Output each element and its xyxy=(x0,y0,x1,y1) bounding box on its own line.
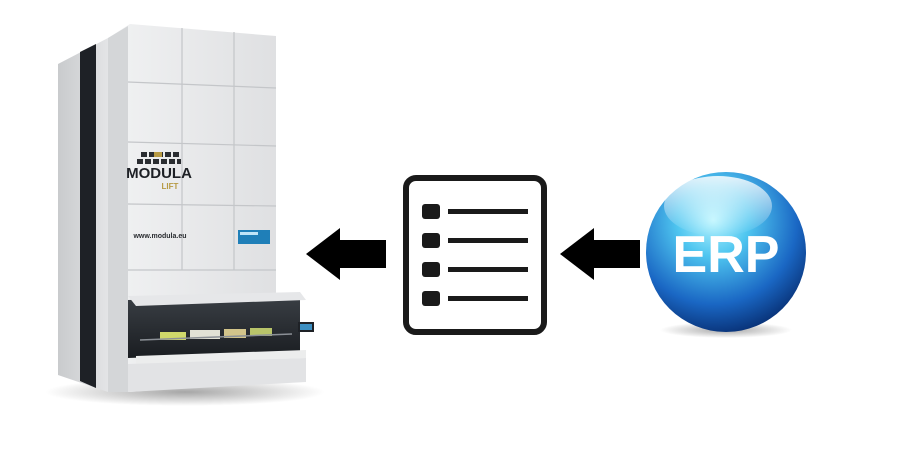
machine-front-edge xyxy=(108,26,128,392)
machine-side-strip xyxy=(80,44,96,388)
arrow-right-shape xyxy=(560,228,640,280)
machine-access-bay xyxy=(128,296,300,358)
list-row xyxy=(422,262,528,277)
list-row xyxy=(422,204,528,219)
list-line xyxy=(448,209,528,214)
machine-panel-grid xyxy=(127,28,277,271)
machine-control-panel-detail xyxy=(240,232,258,235)
list-bullet-icon xyxy=(422,233,440,248)
list-frame xyxy=(403,175,547,335)
machine-bay-frame-top xyxy=(128,292,306,306)
machine-base xyxy=(128,358,306,392)
list-bullet-icon xyxy=(422,262,440,277)
machine-bay-frame-bottom xyxy=(136,350,306,364)
order-list-icon xyxy=(403,175,547,335)
list-line xyxy=(448,267,528,272)
erp-sphere: ERP xyxy=(646,172,806,338)
machine-website-text: www.modula.eu xyxy=(132,233,186,240)
list-row xyxy=(422,291,528,306)
erp-sphere-highlight xyxy=(664,176,772,236)
machine-model-text: LIFT xyxy=(162,182,179,191)
list-row xyxy=(422,233,528,248)
list-bullet-icon xyxy=(422,204,440,219)
machine-brand-text: MODULA xyxy=(126,165,192,182)
modula-lift-machine: MODULA LIFT www.modula.eu xyxy=(45,24,325,406)
erp-label: ERP xyxy=(673,226,780,284)
list-bullet-icon xyxy=(422,291,440,306)
machine-tray-items xyxy=(139,328,293,341)
machine-touch-screen-display xyxy=(300,324,312,330)
modula-logo: MODULA LIFT xyxy=(126,152,192,191)
list-line xyxy=(448,296,528,301)
arrow-right xyxy=(560,228,640,280)
arrow-left xyxy=(306,228,386,280)
arrow-left-shape xyxy=(306,228,386,280)
list-rows xyxy=(422,204,528,306)
list-line xyxy=(448,238,528,243)
